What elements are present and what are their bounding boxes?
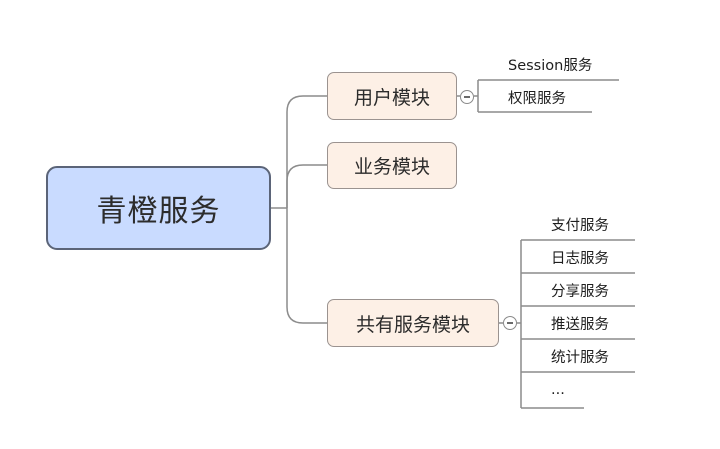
collapse-icon[interactable] [503, 316, 517, 330]
leaf-session-service[interactable]: Session服务 [508, 58, 593, 74]
connector-shared-trunk [517, 240, 522, 408]
leaf-log-service[interactable]: 日志服务 [551, 251, 609, 267]
root-node[interactable]: 青橙服务 [46, 166, 271, 250]
branch-label: 共有服务模块 [355, 313, 470, 336]
root-node-label: 青橙服务 [96, 194, 221, 229]
collapse-icon[interactable] [460, 90, 474, 104]
leaf-payment-service[interactable]: 支付服务 [551, 218, 609, 234]
branch-node-user-module[interactable]: 用户模块 [327, 72, 457, 120]
connector-to-shared-module [286, 208, 327, 324]
branch-label: 用户模块 [353, 86, 430, 109]
leaf-more[interactable]: ... [551, 382, 565, 398]
connector-user-children [474, 80, 479, 112]
connector-to-user-module [286, 95, 327, 208]
branch-node-business-module[interactable]: 业务模块 [327, 142, 457, 189]
leaf-permission-service[interactable]: 权限服务 [508, 91, 566, 107]
leaf-stats-service[interactable]: 统计服务 [551, 350, 609, 366]
branch-node-shared-module[interactable]: 共有服务模块 [327, 299, 499, 347]
branch-label: 业务模块 [353, 156, 430, 178]
leaf-push-service[interactable]: 推送服务 [551, 317, 609, 333]
connector-to-business-module [286, 164, 327, 208]
leaf-share-service[interactable]: 分享服务 [551, 284, 609, 300]
